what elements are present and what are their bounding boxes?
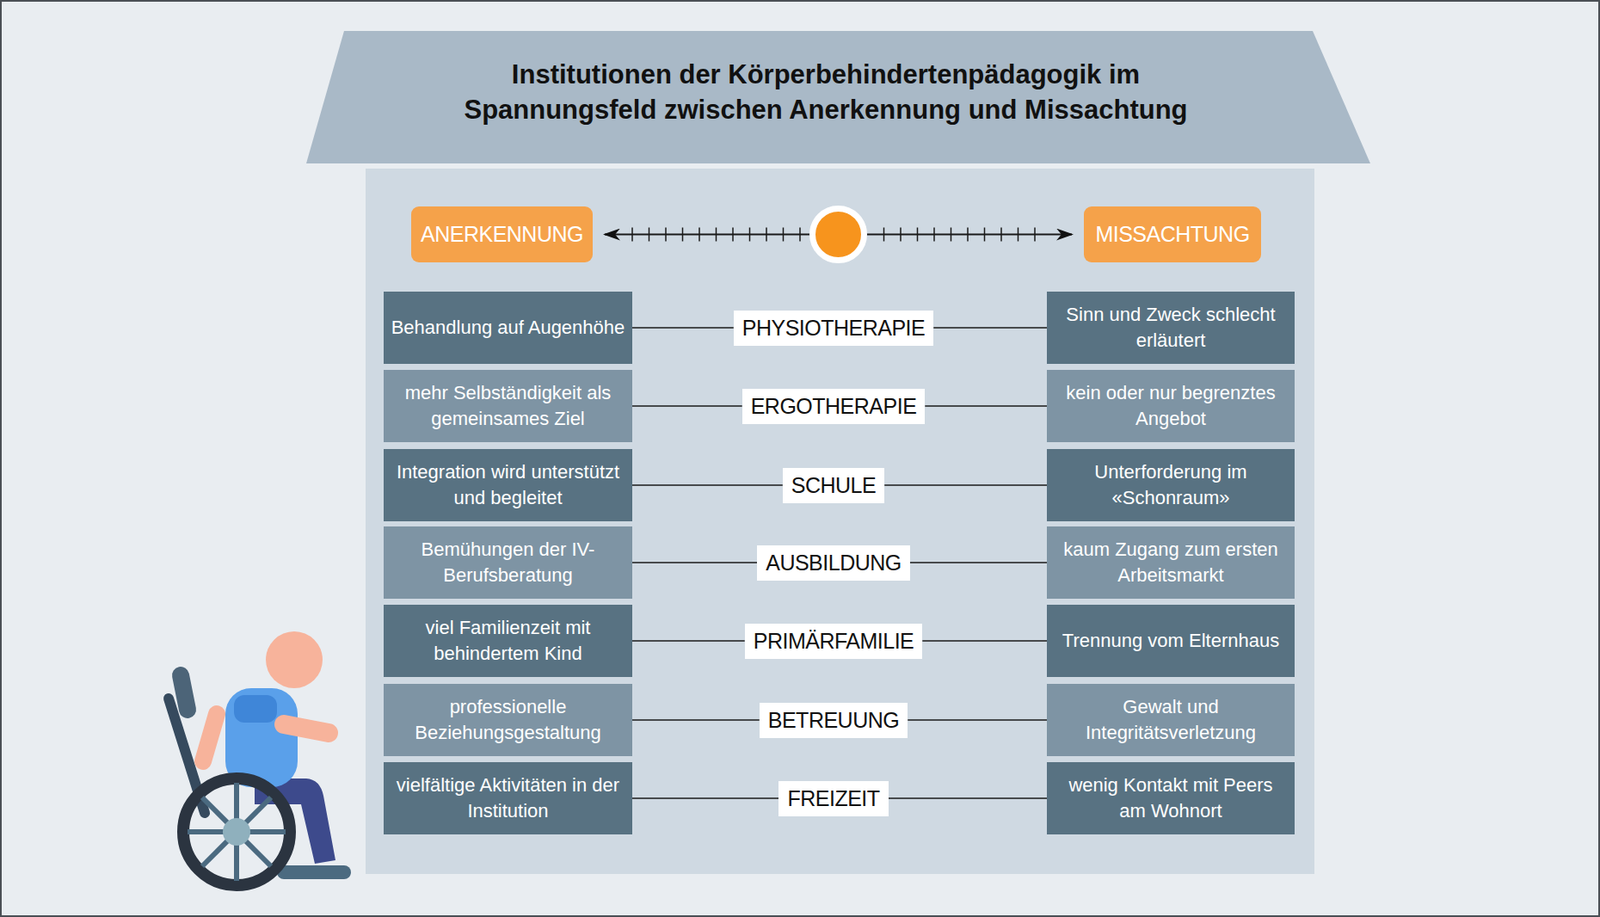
scale-tick: [916, 227, 919, 242]
node-text: professionelle Beziehungsgestaltung: [390, 694, 626, 746]
institution-label: ERGOTHERAPIE: [742, 388, 926, 425]
node-text: ANERKENNUNG: [420, 221, 584, 247]
scale-tick: [715, 227, 718, 242]
scale-tick: [682, 227, 684, 242]
title: Institutionen der Körperbehindertenpädag…: [412, 56, 1239, 128]
scale-tick: [765, 227, 768, 242]
node-text: Unterforderung im «Schonraum»: [1053, 459, 1288, 511]
scale-tick: [966, 227, 969, 242]
connector-line: [924, 405, 1047, 407]
connector-line: [632, 561, 757, 564]
aspect-box: Sinn und Zweck schlecht erläutert: [1046, 291, 1295, 364]
footrest: [283, 865, 345, 880]
scale-tick: [1000, 227, 1003, 242]
wheelchair-figure: [168, 631, 345, 886]
aspect-box: professionelle Beziehungsgestaltung: [383, 683, 633, 757]
connector-line: [632, 719, 760, 721]
scale-tick: [1033, 227, 1036, 242]
node-text: FREIZEIT: [787, 786, 880, 812]
institution-label: BETREUUNG: [759, 702, 908, 739]
connector-line: [632, 405, 743, 407]
aspect-box: Bemühungen der IV-Berufsberatung: [383, 526, 633, 599]
pole-label: ANERKENNUNG: [411, 206, 593, 263]
scale-tick: [732, 227, 734, 242]
scale-tick: [984, 227, 986, 242]
torso-shade: [233, 695, 277, 723]
connector-line: [632, 797, 779, 800]
aspect-box: wenig Kontakt mit Peers am Wohnort: [1046, 762, 1295, 835]
institution-label: SCHULE: [782, 467, 885, 504]
chair-backrest: [180, 675, 188, 710]
connector-line: [888, 797, 1047, 800]
node-text: Integration wird unterstützt und begleit…: [390, 459, 626, 511]
scale-tick: [1017, 227, 1020, 242]
node-text: AUSBILDUNG: [765, 550, 902, 576]
scale-tick: [749, 227, 751, 242]
connector-line: [632, 484, 783, 487]
aspect-box: mehr Selbständigkeit als gemeinsames Zie…: [383, 369, 633, 443]
scale-tick: [698, 227, 701, 242]
node-text: kein oder nur begrenztes Angebot: [1053, 380, 1288, 432]
aspect-box: Unterforderung im «Schonraum»: [1046, 449, 1295, 522]
aspect-box: kaum Zugang zum ersten Arbeitsmarkt: [1046, 526, 1295, 599]
node-text: Bemühungen der IV-Berufsberatung: [390, 536, 626, 589]
head: [265, 631, 323, 689]
scale-tick: [648, 227, 651, 242]
scale-marker: [812, 209, 865, 261]
wheel-spokes: [187, 782, 286, 881]
scale-tick: [899, 227, 902, 242]
wheel: [183, 778, 290, 886]
aspect-box: viel Familienzeit mit behindertem Kind: [383, 604, 633, 677]
node-text: Gewalt und Integritätsverletzung: [1053, 694, 1288, 746]
connector-line: [632, 326, 734, 329]
connector-line: [922, 640, 1047, 642]
scale-tick: [933, 227, 936, 242]
node-text: mehr Selbständigkeit als gemeinsames Zie…: [390, 380, 626, 432]
node-text: ERGOTHERAPIE: [750, 393, 917, 419]
aspect-box: kein oder nur begrenztes Angebot: [1046, 369, 1295, 443]
node-text: SCHULE: [791, 473, 876, 499]
scale-tick: [883, 227, 886, 242]
node-text: wenig Kontakt mit Peers am Wohnort: [1053, 772, 1288, 825]
node-text: Behandlung auf Augenhöhe: [391, 314, 626, 341]
scale-tick: [799, 227, 801, 242]
scale-tick: [631, 227, 634, 242]
node-text: BETREUUNG: [768, 707, 899, 733]
back-arm: [203, 713, 217, 762]
aspect-box: Trennung vom Elternhaus: [1046, 604, 1295, 677]
connector-line: [884, 484, 1047, 487]
wheel-hub: [222, 818, 251, 846]
node-text: viel Familienzeit mit behindertem Kind: [390, 615, 626, 667]
node-text: Trennung vom Elternhaus: [1062, 627, 1280, 654]
node-text: Sinn und Zweck schlecht erläutert: [1053, 301, 1288, 354]
connector-line: [907, 719, 1047, 721]
house-body: [365, 168, 1315, 874]
scale-tick: [664, 227, 667, 242]
arm: [283, 724, 329, 733]
connector-line: [910, 561, 1047, 564]
scale-tick: [950, 227, 953, 242]
node-text: MISSACHTUNG: [1095, 221, 1250, 247]
institution-label: AUSBILDUNG: [756, 545, 911, 581]
aspect-box: Integration wird unterstützt und begleit…: [383, 449, 633, 522]
institution-label: FREIZEIT: [778, 781, 888, 817]
node-text: PHYSIOTHERAPIE: [742, 315, 926, 341]
institution-label: PHYSIOTHERAPIE: [733, 310, 935, 346]
node-text: kaum Zugang zum ersten Arbeitsmarkt: [1053, 536, 1288, 589]
roof: [306, 30, 1371, 164]
connector-line: [632, 640, 745, 642]
node-text: vielfältige Aktivitäten in der Instituti…: [390, 772, 626, 825]
pole-label: MISSACHTUNG: [1083, 206, 1262, 263]
node-text: PRIMÄRFAMILIE: [753, 628, 915, 654]
connector-line: [933, 326, 1047, 329]
torso: [225, 688, 298, 788]
aspect-box: Gewalt und Integritätsverletzung: [1046, 683, 1295, 757]
aspect-box: Behandlung auf Augenhöhe: [383, 291, 633, 364]
scale-tick: [782, 227, 785, 242]
aspect-box: vielfältige Aktivitäten in der Instituti…: [383, 762, 633, 835]
institution-label: PRIMÄRFAMILIE: [744, 623, 924, 659]
